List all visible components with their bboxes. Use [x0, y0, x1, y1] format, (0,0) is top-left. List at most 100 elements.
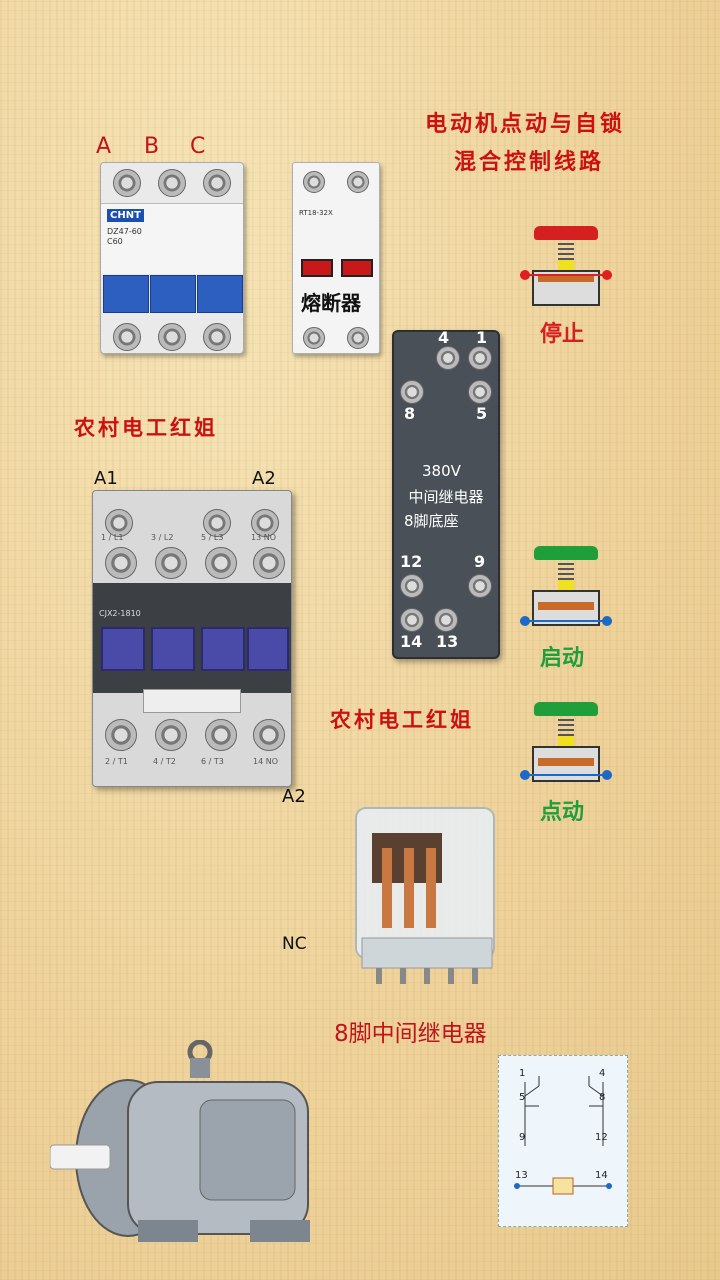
start-label: 启动 [540, 646, 585, 671]
schem-pin-1: 1 [519, 1068, 526, 1079]
phase-c-label: C [190, 134, 206, 159]
jog-label: 点动 [540, 800, 585, 825]
contactor-terminal-l3[interactable] [205, 547, 237, 579]
contactor-bottom-term-3: 6 / T3 [201, 757, 224, 766]
phase-a-label: A [96, 134, 112, 159]
schem-pin-4: 4 [599, 1068, 606, 1079]
breaker-brand: CHNT [107, 209, 144, 222]
contactor-terminal-a2[interactable] [251, 509, 279, 537]
diagram-title-line1: 电动机点动与自锁 [424, 112, 625, 137]
motor-illustration [49, 1039, 310, 1242]
fuse-top-terminal-1[interactable] [303, 171, 325, 193]
breaker-top-terminal-a[interactable] [113, 169, 141, 197]
fuse-model: RT18-32X [299, 209, 333, 217]
schem-wiring [514, 1076, 612, 1195]
relay-nc-label: NC [282, 934, 307, 954]
contactor-top-term-2: 3 / L2 [151, 533, 174, 542]
diagram-title-line2: 混合控制线路 [453, 150, 604, 175]
contactor-terminal-coil-top[interactable] [203, 509, 231, 537]
contactor-terminal-14no[interactable] [253, 719, 285, 751]
socket-terminal-9[interactable] [468, 574, 492, 598]
stop-label: 停止 [540, 322, 585, 347]
fuse-bottom-terminal-1[interactable] [303, 327, 325, 349]
contactor-bottom-term-1: 2 / T1 [105, 757, 128, 766]
stop-button[interactable] [520, 226, 612, 316]
contactor-bottom-term-4: 14 NO [253, 757, 279, 766]
fuse-bottom-terminal-2[interactable] [347, 327, 369, 349]
contactor-terminal-t2[interactable] [155, 719, 187, 751]
socket-pin-8: 8 [404, 404, 416, 423]
fuse-indicator-2 [341, 259, 373, 277]
contactor-coil-1 [101, 627, 145, 671]
fuse-label: 熔断器 [301, 291, 361, 315]
socket-pin-4: 4 [438, 328, 450, 347]
contactor-a2-bottom-label: A2 [282, 786, 306, 807]
contactor-coil-2 [151, 627, 195, 671]
electric-motor [49, 1039, 350, 1255]
fuse-top-terminal-2[interactable] [347, 171, 369, 193]
contactor-terminal-l2[interactable] [155, 547, 187, 579]
breaker-bottom-terminal-a[interactable] [113, 323, 141, 351]
socket-terminal-8[interactable] [400, 380, 424, 404]
contactor-terminal-a1[interactable] [105, 509, 133, 537]
relay-socket[interactable]: 4 1 8 5 380V 中间继电器 8脚底座 12 9 14 13 [392, 328, 500, 659]
contactor-bottom-term-2: 4 / T2 [153, 757, 176, 766]
contactor-terminal-t1[interactable] [105, 719, 137, 751]
contactor-a2-top-label: A2 [252, 468, 276, 489]
breaker-top-terminal-b[interactable] [158, 169, 186, 197]
stop-button-cap[interactable] [534, 226, 598, 240]
socket-terminal-4[interactable] [436, 346, 460, 370]
contactor-terminal-l1[interactable] [105, 547, 137, 579]
schem-pin-5: 5 [519, 1092, 526, 1103]
start-button-cap[interactable] [534, 546, 598, 560]
contactor-terminal-t3[interactable] [205, 719, 237, 751]
breaker-top-terminal-c[interactable] [203, 169, 231, 197]
contactor-top-term-1: 1 / L1 [101, 533, 124, 542]
jog-button[interactable] [520, 702, 612, 792]
intermediate-relay[interactable] [352, 788, 498, 988]
socket-terminal-5[interactable] [468, 380, 492, 404]
fuse-indicator-1 [301, 259, 333, 277]
jog-button-cap[interactable] [534, 702, 598, 716]
watermark-text-2: 农村电工红姐 [330, 708, 474, 732]
phase-b-label: B [144, 134, 160, 159]
breaker-toggle-a[interactable] [103, 275, 149, 313]
schem-pin-14: 14 [595, 1170, 608, 1181]
breaker-toggle-c[interactable] [197, 275, 243, 313]
socket-terminal-1[interactable] [468, 346, 492, 370]
socket-terminal-13[interactable] [434, 608, 458, 632]
relay-pinout-schematic: 1 4 5 8 9 12 13 14 [498, 1055, 628, 1227]
schem-pin-9: 9 [519, 1132, 526, 1143]
contactor-top-term-3: 5 / L3 [201, 533, 224, 542]
socket-pin-9: 9 [474, 552, 486, 571]
socket-terminal-14[interactable] [400, 608, 424, 632]
breaker-bottom-terminal-c[interactable] [203, 323, 231, 351]
fuse-holder[interactable]: RT18-32X 熔断器 [292, 162, 380, 354]
contactor-a1-label: A1 [94, 468, 118, 489]
contactor-coil-4 [247, 627, 289, 671]
socket-terminal-12[interactable] [400, 574, 424, 598]
socket-pin-14: 14 [400, 632, 423, 651]
socket-pin-12: 12 [400, 552, 423, 571]
breaker-rating: C60 [107, 237, 123, 246]
socket-pin-1: 1 [476, 328, 488, 347]
schem-pin-13: 13 [515, 1170, 528, 1181]
contactor-model: CJX2-1810 [99, 609, 141, 618]
socket-pins-desc: 8脚底座 [404, 512, 459, 530]
start-button[interactable] [520, 546, 612, 636]
socket-type: 中间继电器 [408, 488, 484, 506]
relay-body [355, 807, 495, 984]
relay-caption: 8脚中间继电器 [334, 1021, 487, 1047]
circuit-breaker[interactable]: CHNT DZ47-60 C60 [100, 162, 244, 354]
schem-pin-8: 8 [599, 1092, 606, 1103]
ac-contactor[interactable]: 1 / L1 3 / L2 5 / L3 13 NO CJX2-1810 2 /… [92, 490, 292, 787]
socket-pin-13: 13 [436, 632, 459, 651]
socket-voltage: 380V [422, 462, 461, 480]
breaker-toggle-b[interactable] [150, 275, 196, 313]
contactor-terminal-13no[interactable] [253, 547, 285, 579]
breaker-bottom-terminal-b[interactable] [158, 323, 186, 351]
watermark-text-1: 农村电工红姐 [74, 416, 218, 440]
contactor-coil-3 [201, 627, 245, 671]
contactor-top-term-4: 13 NO [251, 533, 277, 542]
socket-pin-5: 5 [476, 404, 488, 423]
